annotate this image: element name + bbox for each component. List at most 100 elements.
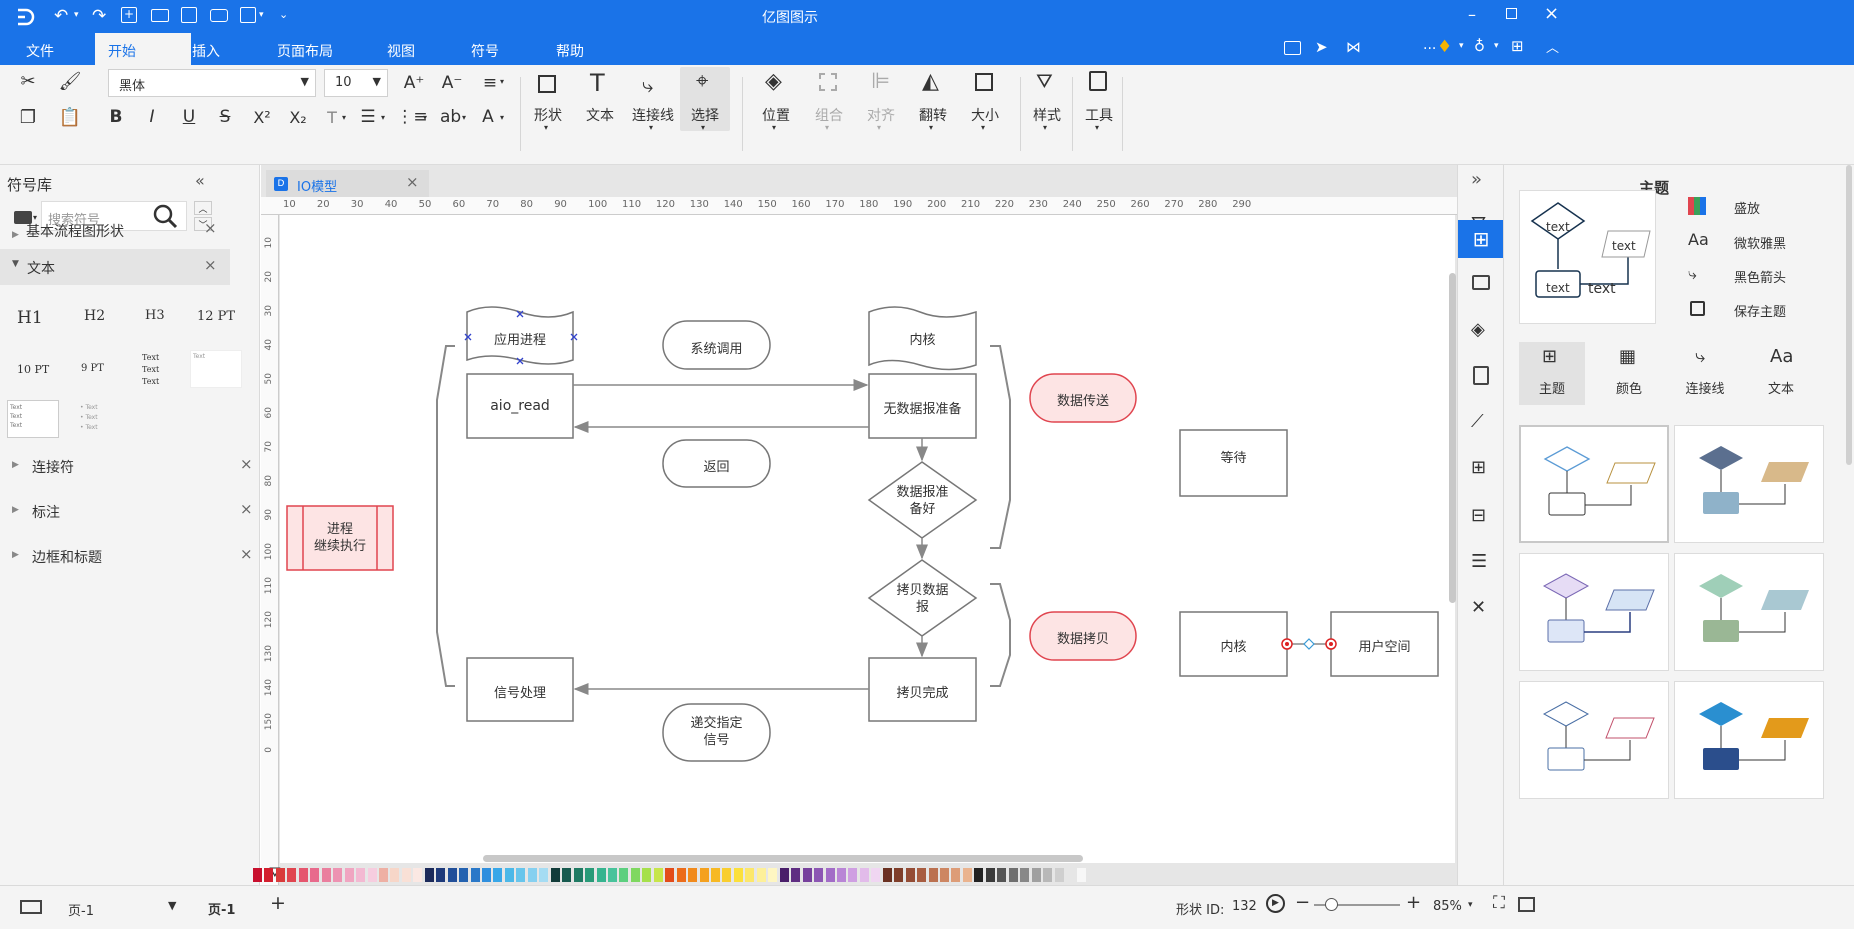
color-swatch[interactable]: [1077, 868, 1087, 882]
theme-card-5[interactable]: [1519, 681, 1669, 799]
expand-right-icon[interactable]: »: [1471, 169, 1483, 190]
font-color-dropdown-icon[interactable]: ▾: [500, 113, 505, 122]
search-icon[interactable]: [151, 202, 179, 234]
color-swatch[interactable]: [848, 868, 858, 882]
layers-icon[interactable]: ◈: [1471, 319, 1485, 340]
font-size-select[interactable]: 10 ▼: [324, 69, 388, 97]
color-swatch[interactable]: [756, 868, 766, 882]
color-swatch[interactable]: [573, 868, 583, 882]
italic-icon[interactable]: I: [149, 107, 155, 127]
close-icon[interactable]: ×: [240, 545, 253, 563]
position-tool[interactable]: ◈ 位置 ▾: [752, 69, 800, 157]
aio-read-box[interactable]: [466, 373, 574, 439]
color-swatch[interactable]: [436, 868, 446, 882]
color-swatch[interactable]: [974, 868, 984, 882]
theme-card-1[interactable]: [1519, 425, 1669, 543]
play-icon[interactable]: ▶: [1266, 894, 1285, 913]
shuffle-icon[interactable]: ✕: [1471, 597, 1487, 618]
vertical-scrollbar[interactable]: [1449, 273, 1456, 603]
copy-done-box[interactable]: [868, 657, 977, 722]
color-swatch[interactable]: [607, 868, 617, 882]
color-swatch[interactable]: [585, 868, 595, 882]
color-swatch[interactable]: [745, 868, 755, 882]
font-color-icon[interactable]: A: [482, 107, 494, 127]
close-icon[interactable]: ×: [240, 455, 253, 473]
category-connector[interactable]: ▶ 连接符 ×: [0, 445, 260, 487]
menu-insert[interactable]: 插入: [192, 44, 220, 60]
undo-dropdown-icon[interactable]: ▾: [74, 10, 79, 20]
menu-symbol[interactable]: 符号: [471, 44, 499, 60]
quick-access-menu-icon[interactable]: ⌄: [279, 8, 289, 21]
underline-icon[interactable]: U: [182, 107, 196, 127]
page-tab[interactable]: 页-1: [208, 903, 236, 918]
table-icon[interactable]: ⊞: [1471, 457, 1487, 478]
horizontal-scrollbar[interactable]: [483, 855, 1083, 862]
ab-case-dropdown-icon[interactable]: ▾: [462, 113, 467, 122]
process-continue-box[interactable]: [286, 505, 394, 571]
collapse-left-icon[interactable]: «: [195, 171, 205, 190]
fit-page-icon[interactable]: ⛶: [1493, 893, 1505, 913]
color-swatch[interactable]: [711, 868, 720, 882]
cut-icon[interactable]: ✂: [20, 70, 36, 92]
maximize-button[interactable]: [1506, 8, 1517, 19]
shrink-font-icon[interactable]: A⁻: [441, 73, 463, 93]
bullet-list-dropdown-icon[interactable]: ▾: [423, 113, 428, 122]
fill-color-icon[interactable]: ⛛: [269, 865, 281, 881]
connector-tool[interactable]: ⤷ 连接线 ▾: [628, 69, 678, 157]
color-swatch[interactable]: [1065, 868, 1075, 882]
color-swatch[interactable]: [985, 868, 995, 882]
scroll-up-icon[interactable]: ︿: [194, 201, 212, 215]
library-menu-dropdown-icon[interactable]: ▾: [33, 213, 38, 222]
menu-home[interactable]: 开始: [108, 44, 136, 60]
color-swatch[interactable]: [390, 868, 400, 882]
save-icon[interactable]: [181, 7, 197, 23]
color-swatch[interactable]: [733, 868, 743, 882]
color-swatch[interactable]: [493, 868, 503, 882]
return-pill[interactable]: [662, 439, 771, 488]
text-sample-h3[interactable]: H3: [145, 308, 165, 323]
color-swatch[interactable]: [940, 868, 949, 882]
app-process-shape[interactable]: [466, 306, 574, 365]
color-swatch[interactable]: [527, 868, 537, 882]
text-sample-h2[interactable]: H2: [84, 308, 106, 324]
menu-file[interactable]: 文件: [26, 44, 54, 60]
data-send-pill[interactable]: [1029, 373, 1137, 423]
color-swatch[interactable]: [859, 868, 869, 882]
fit-width-icon[interactable]: [1518, 897, 1535, 912]
color-swatch[interactable]: [928, 868, 938, 882]
text-tool[interactable]: T 文本: [580, 69, 620, 157]
color-swatch[interactable]: [768, 868, 778, 882]
color-swatch[interactable]: [516, 868, 526, 882]
theme-card-6[interactable]: [1674, 681, 1824, 799]
minimize-button[interactable]: –: [1468, 5, 1476, 24]
style-tool[interactable]: ⛛ 样式 ▾: [1024, 69, 1070, 157]
page-icon[interactable]: [1473, 366, 1489, 385]
close-button[interactable]: ×: [1544, 3, 1560, 24]
tools-tool[interactable]: 工具 ▾: [1076, 69, 1122, 157]
option-font[interactable]: Aa 微软雅黑: [1688, 230, 1808, 254]
color-swatch[interactable]: [1054, 868, 1064, 882]
color-swatch[interactable]: [905, 868, 915, 882]
share-icon[interactable]: ⋈: [1346, 38, 1361, 56]
undo-icon[interactable]: ↶: [54, 6, 69, 26]
line-spacing-icon[interactable]: ☰: [360, 107, 376, 127]
tshirt-icon[interactable]: ♁: [1474, 37, 1485, 55]
send-icon[interactable]: ➤: [1315, 38, 1328, 56]
link-midpoint[interactable]: [1303, 638, 1315, 650]
text-style-dropdown-icon[interactable]: ▾: [342, 113, 347, 122]
color-swatch[interactable]: [1031, 868, 1041, 882]
deliver-signal-pill[interactable]: [662, 703, 771, 762]
format-painter-icon[interactable]: 🖌: [58, 70, 82, 92]
color-swatch[interactable]: [997, 868, 1007, 882]
color-swatch[interactable]: [333, 868, 343, 882]
category-border-title[interactable]: ▶ 边框和标题 ×: [0, 535, 260, 577]
theme-panel-scrollbar[interactable]: [1846, 165, 1852, 465]
color-swatch[interactable]: [562, 868, 572, 882]
color-swatch[interactable]: [550, 868, 560, 882]
print-icon[interactable]: [210, 9, 228, 22]
collapse-ribbon-icon[interactable]: ︿: [1546, 41, 1560, 56]
signal-handle-box[interactable]: [466, 657, 574, 722]
color-swatch[interactable]: [482, 868, 491, 882]
close-tab-icon[interactable]: ×: [406, 173, 419, 191]
text-align-icon[interactable]: ≡: [482, 73, 498, 93]
